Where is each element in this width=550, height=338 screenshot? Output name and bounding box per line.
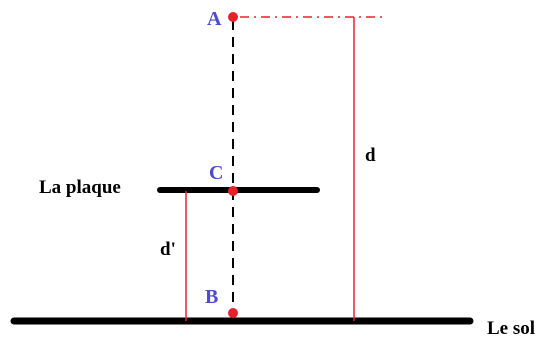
ground-label: Le sol <box>487 318 535 338</box>
point-c-label: C <box>209 162 223 184</box>
point-a-dot <box>228 12 238 22</box>
point-a-label: A <box>207 8 222 30</box>
distance-d-prime-label: d' <box>160 239 176 260</box>
distance-d-label: d <box>365 145 376 166</box>
point-b-label: B <box>205 286 218 308</box>
plate-label: La plaque <box>39 177 121 198</box>
point-b-dot <box>228 308 238 318</box>
point-c-dot <box>228 186 238 196</box>
